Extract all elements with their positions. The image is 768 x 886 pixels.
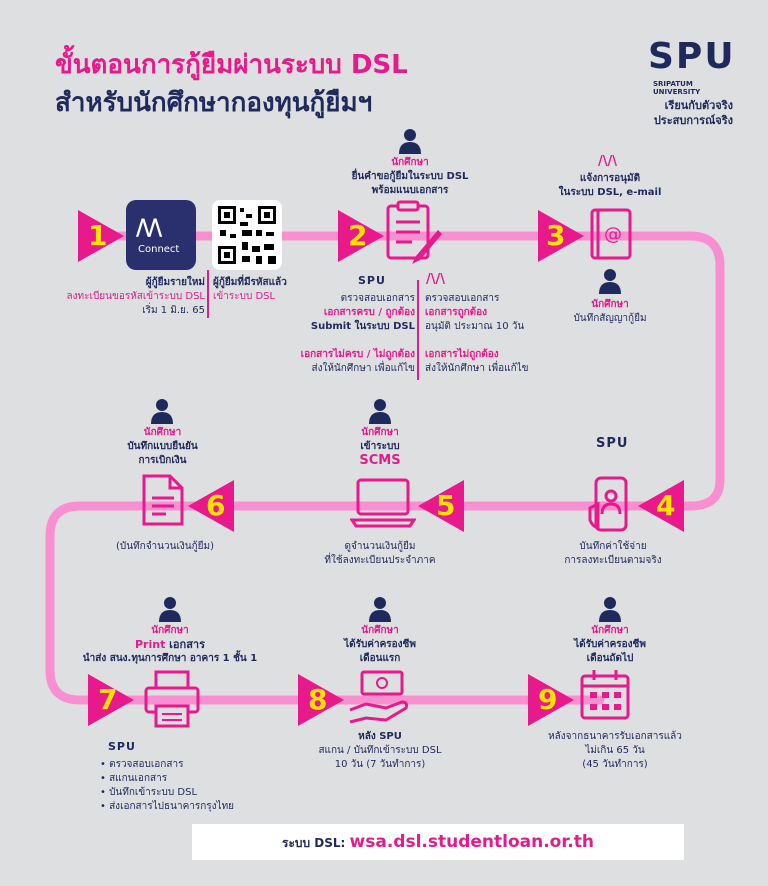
step-2-fund-return: เอกสารไม่ถูกต้อง ส่งให้นักศึกษา เพื่อแก้…	[425, 349, 529, 374]
student-person-icon	[599, 269, 621, 294]
student-person-icon	[399, 129, 421, 154]
step-4-number: 4	[656, 489, 676, 522]
svg-text:@: @	[604, 224, 622, 245]
document-pen-icon	[386, 200, 442, 264]
page-title: ขั้นตอนการกู้ยืมผ่านระบบ DSL	[55, 50, 408, 80]
step-9-number: 9	[538, 683, 558, 716]
step-6-desc: (บันทึกจำนวนเงินกู้ยืม)	[115, 541, 215, 552]
money-hand-icon	[349, 670, 408, 724]
step-1-marker	[78, 210, 124, 262]
step-2-divider	[417, 280, 419, 380]
qr-code-icon	[212, 200, 282, 270]
step-3-notify: แจ้งการอนุมัติ ในระบบ DSL, e-mail	[558, 173, 662, 198]
student-person-icon	[151, 399, 173, 424]
phone-profile-icon	[588, 476, 628, 532]
spu-mini-logo: SPU	[596, 436, 629, 451]
step-2-fund-check: ตรวจสอบเอกสาร เอกสารถูกต้อง อนุมัติ ประม…	[425, 293, 525, 332]
step-5-marker	[418, 480, 464, 532]
student-person-icon	[369, 597, 391, 622]
step-3-student: นักศึกษา บันทึกสัญญากู้ยืม	[573, 299, 647, 324]
step-3-marker	[538, 210, 584, 262]
step-4-marker	[638, 480, 684, 532]
page-subtitle: สำหรับนักศึกษากองทุนกู้ยืมฯ	[55, 88, 373, 118]
step-2-marker	[338, 210, 384, 262]
spu-tagline: เรียนกับตัวจริงประสบการณ์จริง	[653, 99, 733, 127]
student-person-icon	[599, 597, 621, 622]
spu-mini-logo: SPU	[108, 740, 136, 753]
printer-icon	[144, 670, 200, 728]
step-7-student: นักศึกษา Print เอกสาร นำส่ง สนง.ทุนการศึ…	[82, 625, 258, 664]
dsl-url-bar: ระบบ DSL: wsa.dsl.studentloan.or.th	[192, 824, 684, 860]
step-8-marker	[298, 674, 344, 726]
form-document-icon	[142, 474, 184, 526]
step-7-marker	[88, 674, 134, 726]
dsl-url-link[interactable]: wsa.dsl.studentloan.or.th	[349, 832, 594, 852]
step-2-number: 2	[348, 219, 368, 252]
laptop-icon	[350, 478, 416, 528]
step-8-student: นักศึกษา ได้รับค่าครองชีพ เดือนแรก	[344, 625, 416, 664]
calendar-icon	[580, 670, 630, 720]
dsl-url-label: ระบบ DSL:	[282, 836, 350, 850]
step-2-spu-return: เอกสารไม่ครบ / ไม่ถูกต้อง ส่งให้นักศึกษา…	[300, 349, 415, 374]
step-9-marker	[528, 674, 574, 726]
spu-mini-logo: SPU	[358, 274, 386, 287]
step-8-desc: หลัง SPU สแกน / บันทึกเข้าระบบ DSL 10 วั…	[318, 731, 442, 770]
step-6-student: นักศึกษา บันทึกแบบยืนยัน การเบิกเงิน	[127, 427, 198, 466]
spu-logo: SPU	[648, 36, 736, 77]
step-1-number: 1	[88, 219, 108, 252]
step-4-desc: บันทึกค่าใช้จ่าย การลงทะเบียนตามจริง	[564, 541, 662, 566]
step-2-spu-check: ตรวจสอบเอกสาร เอกสารครบ / ถูกต้อง Submit…	[310, 293, 415, 332]
step-5-desc: ดูจำนวนเงินกู้ยืม ที่ใช้ลงทะเบียนประจำภา…	[324, 541, 436, 566]
step-7-number: 7	[98, 683, 118, 716]
step-1-existing-user: ผู้กู้ยืมที่มีรหัสแล้ว เข้าระบบ DSL	[213, 277, 287, 302]
step-5-number: 5	[436, 489, 456, 522]
kaw-fund-logo-icon: /\/\	[426, 272, 445, 287]
step-7-checklist: • ตรวจสอบเอกสาร • สแกนเอกสาร • บันทึกเข้…	[100, 759, 235, 812]
step-6-marker	[188, 480, 234, 532]
kaw-connect-app-icon: /\/\ Connect	[126, 200, 196, 270]
step-1-new-user: ผู้กู้ยืมรายใหม่ ลงทะเบียนขอรหัสเข้าระบบ…	[66, 277, 205, 316]
step-1-divider	[207, 270, 209, 318]
step-9-student: นักศึกษา ได้รับค่าครองชีพ เดือนถัดไป	[574, 625, 646, 664]
student-person-icon	[159, 597, 181, 622]
kaw-fund-logo-icon: /\/\	[598, 154, 617, 169]
book-email-icon: @	[590, 208, 632, 260]
step-2-student: นักศึกษา ยื่นคำขอกู้ยืมในระบบ DSL พร้อมแ…	[351, 157, 469, 196]
step-3-number: 3	[546, 219, 566, 252]
step-9-desc: หลังจากธนาคารรับเอกสารแล้ว ไม่เกิน 65 วั…	[548, 731, 682, 770]
step-6-number: 6	[206, 489, 226, 522]
step-5-student: นักศึกษา เข้าระบบ SCMS	[359, 427, 401, 468]
student-person-icon	[369, 399, 391, 424]
step-8-number: 8	[308, 683, 328, 716]
